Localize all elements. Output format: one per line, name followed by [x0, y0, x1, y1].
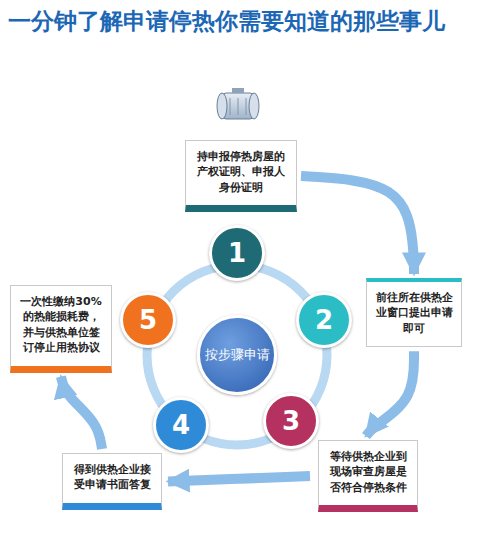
step-box: 等待供热企业到现场审查房屋是否符合停热条件: [318, 440, 418, 512]
step-number: 2: [315, 305, 333, 335]
center-label: 按步骤申请: [205, 346, 270, 364]
flow-arrow: [61, 377, 102, 449]
flow-arrow: [168, 476, 310, 481]
step-box: 持申报停热房屋的产权证明、申报人身份证明: [185, 140, 297, 212]
step-number-circle: 5: [120, 292, 176, 348]
step-number: 3: [282, 406, 300, 436]
step-number: 4: [172, 410, 190, 440]
flow-arrow: [366, 351, 414, 436]
step-number-circle: 4: [153, 397, 209, 453]
step-text: 前往所在供热企业窗口提出申请即可: [374, 290, 454, 336]
step-number-circle: 2: [296, 292, 352, 348]
step-box: 一次性缴纳30%的热能损耗费，并与供热单位签订停止用热协议: [10, 285, 112, 373]
step-number: 5: [139, 305, 157, 335]
step-ring: [147, 265, 327, 445]
page-title: 一分钟了解申请停热你需要知道的那些事儿: [8, 6, 445, 37]
step-box: 前往所在供热企业窗口提出申请即可: [366, 278, 462, 347]
step-text: 一次性缴纳30%的热能损耗费，并与供热单位签订停止用热协议: [18, 294, 104, 356]
radiator-icon: [217, 88, 259, 119]
step-text: 得到供热企业接受申请书面答复: [70, 462, 154, 493]
center-circle: 按步骤申请: [197, 315, 277, 395]
step-text: 等待供热企业到现场审查房屋是否符合停热条件: [326, 449, 410, 495]
step-box: 得到供热企业接受申请书面答复: [62, 453, 162, 510]
step-number: 1: [228, 238, 246, 268]
flow-arrow: [301, 176, 414, 274]
step-text: 持申报停热房屋的产权证明、申报人身份证明: [193, 149, 289, 195]
step-number-circle: 3: [263, 393, 319, 449]
step-number-circle: 1: [209, 225, 265, 281]
